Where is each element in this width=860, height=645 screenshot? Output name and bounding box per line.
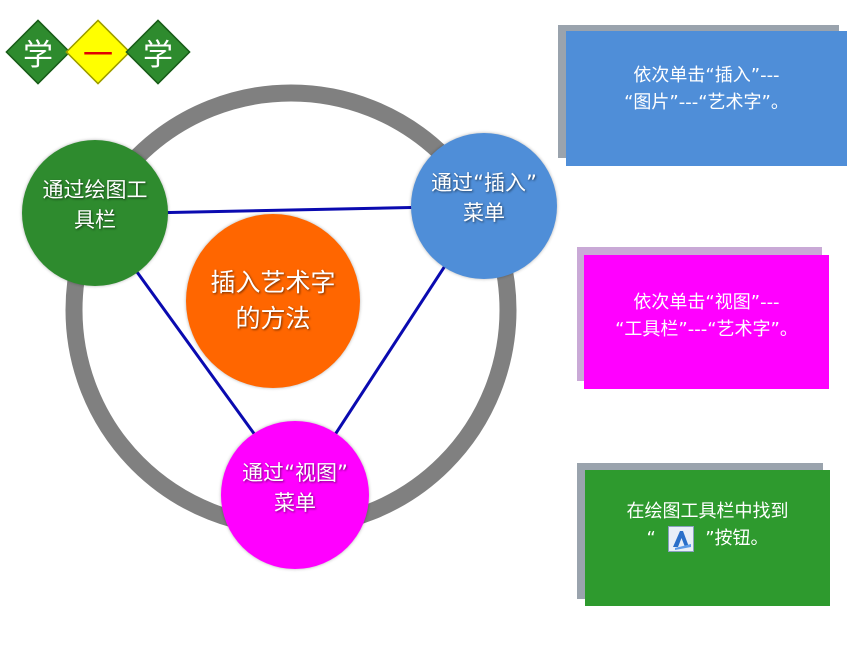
card-insert-line2: “图片”---“艺术字”。: [624, 91, 789, 113]
header-diamond-1: 学: [5, 19, 71, 85]
center-circle: 插入艺术字 的方法: [186, 214, 360, 388]
card-view-steps: 依次单击“视图”--- “工具栏”---“艺术字”。: [584, 255, 829, 389]
card-view-line2: “工具栏”---“艺术字”。: [615, 319, 798, 340]
node-drawing-toolbar: 通过绘图工 具栏: [22, 140, 168, 286]
node-insert-menu: 通过“插入” 菜单: [411, 133, 557, 279]
wordart-icon: [667, 526, 694, 552]
center-title-line1: 插入艺术字: [210, 268, 336, 297]
card-toolbar-line2-pre: “: [646, 528, 656, 549]
node-insert-menu-line2: 菜单: [462, 201, 505, 225]
card-view-line1: 依次单击“视图”---: [633, 292, 780, 313]
header-char-1: 学: [23, 38, 53, 73]
node-insert-menu-line1: 通过“插入”: [431, 171, 537, 195]
header-diamond-3: 学: [125, 19, 191, 85]
node-view-menu-line2: 菜单: [273, 491, 316, 515]
card-toolbar-line1: 在绘图工具栏中找到: [626, 501, 789, 522]
card-toolbar-steps: 在绘图工具栏中找到 “ ”按钮。: [585, 470, 830, 606]
node-drawing-toolbar-line1: 通过绘图工: [42, 178, 148, 202]
card-insert-line1: 依次单击“插入”---: [633, 64, 780, 86]
card-toolbar-line2-post: ”按钮。: [705, 528, 769, 549]
header-char-3: 学: [143, 38, 173, 73]
node-view-menu: 通过“视图” 菜单: [221, 421, 369, 569]
header-char-2: 一: [83, 38, 113, 73]
card-insert-steps: 依次单击“插入”--- “图片”---“艺术字”。: [566, 31, 847, 166]
header-diamond-2: 一: [65, 19, 131, 85]
center-title-line2: 的方法: [235, 304, 311, 333]
node-drawing-toolbar-line2: 具栏: [74, 208, 116, 232]
node-view-menu-line1: 通过“视图”: [242, 461, 348, 485]
